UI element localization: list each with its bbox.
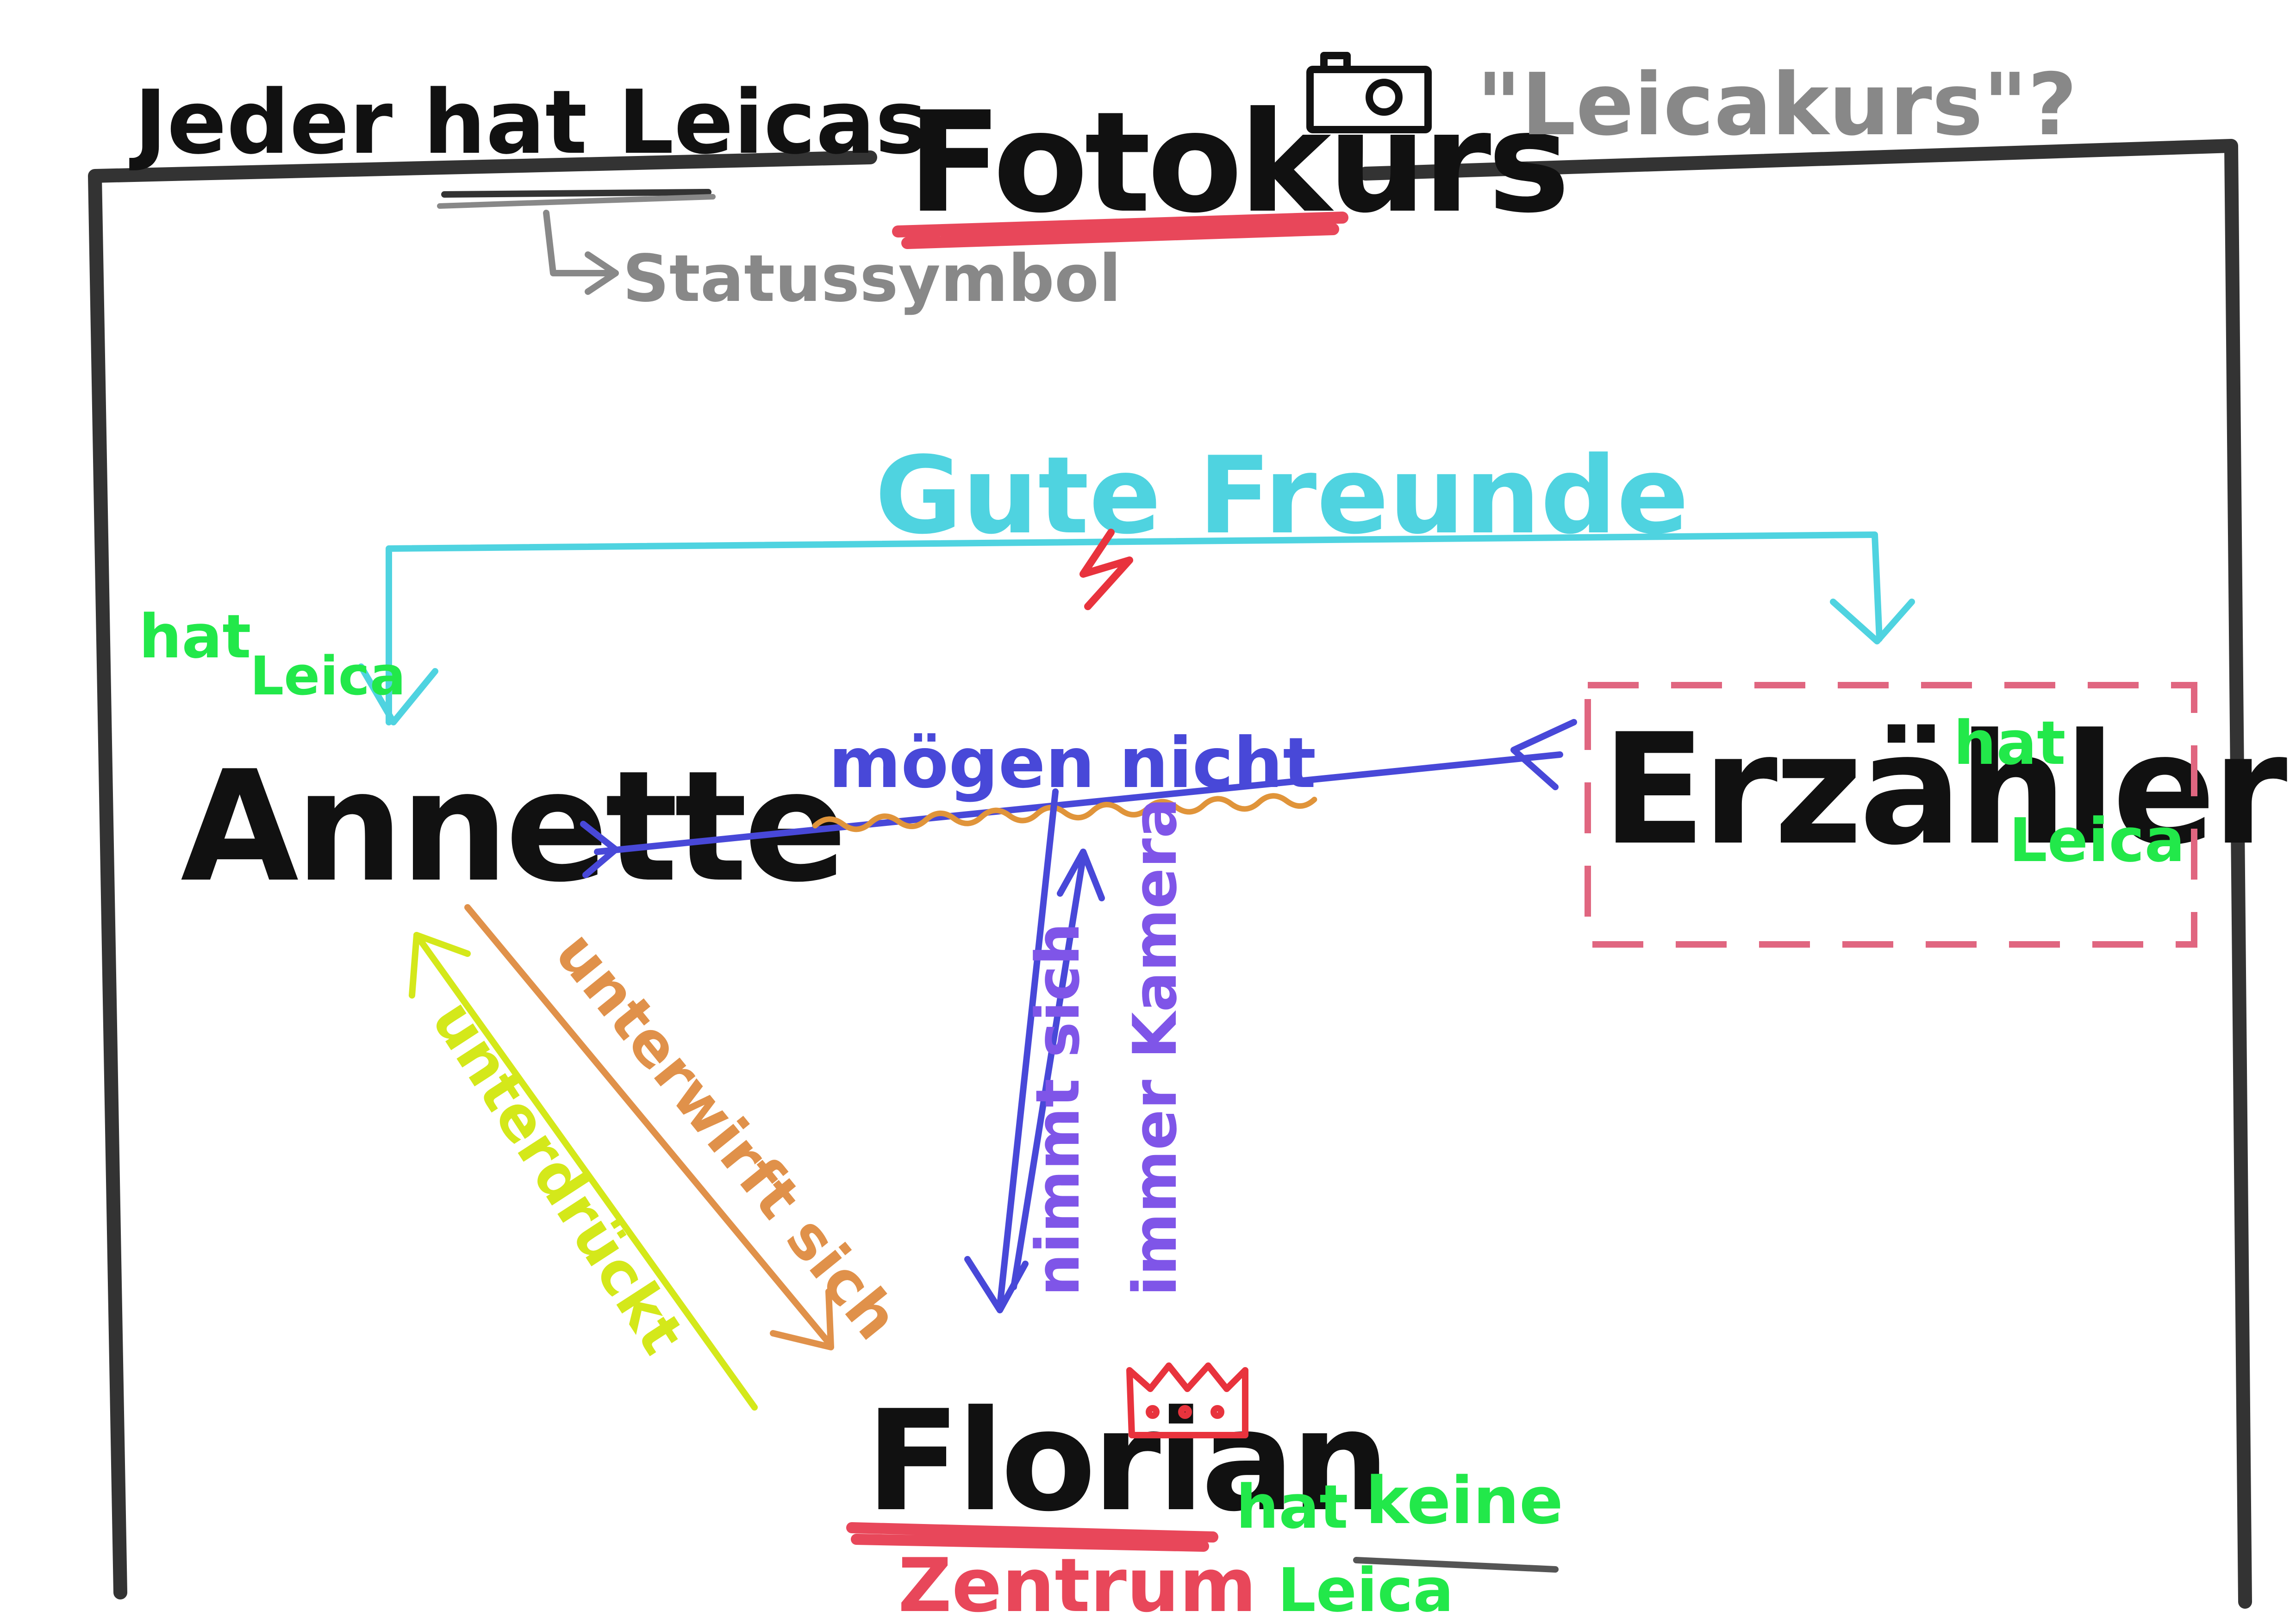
header-left-underline [441, 189, 711, 198]
crown-icon [1126, 1362, 1248, 1438]
character-erzaehler-name: Erzähler [1602, 701, 2289, 879]
florian-leica-note-2: Leica [1278, 1555, 1454, 1624]
header-right-text: "Leicakurs"? [1477, 55, 2077, 155]
title-underline [892, 212, 1348, 249]
camera-arrow-up-head [1057, 849, 1105, 901]
erzaehler-leica-note-2: Leica [2009, 805, 2185, 875]
erzaehler-leica-note-1: hat [1953, 708, 2065, 778]
annette-leica-note-1: hat [139, 601, 251, 672]
header-left-text: Jeder hat Leicas [129, 71, 928, 174]
frame-top-left [88, 150, 877, 1599]
relation-camera-label-2: immer Kamera [1120, 798, 1190, 1296]
submit-arrow-head [770, 1288, 834, 1350]
camera-icon [1306, 52, 1432, 133]
camera-arrow-down [997, 788, 1059, 1309]
dislike-arrow-right-head [1510, 719, 1577, 790]
florian-zentrum-note: Zentrum [898, 1542, 1256, 1624]
camera-arrow-up [1011, 853, 1086, 1290]
dislike-wavy-underline [812, 793, 1317, 832]
character-annette-name: Annette [181, 738, 843, 916]
friends-bracket [386, 531, 1883, 725]
florian-leica-note-keine: keine [1366, 1463, 1563, 1539]
narrator-dashed-box [1585, 682, 2197, 948]
frame-top-right [1359, 139, 2252, 1609]
dislike-line [594, 751, 1563, 855]
relation-dislike-label: mögen nicht [829, 723, 1316, 804]
frame [88, 139, 2252, 1609]
header-left-note: Statussymbol [623, 241, 1121, 317]
dislike-arrow-left-head [580, 821, 619, 878]
florian-underline [846, 1522, 1218, 1552]
friends-arrow-left-head [358, 663, 438, 725]
relation-camera-label-1: nimmt sich [1023, 923, 1093, 1296]
annette-leica-note-2: Leica [250, 645, 406, 707]
oppress-arrow-line [413, 932, 758, 1411]
oppress-arrow-head [409, 932, 471, 999]
header-left-underline-grey [437, 194, 716, 209]
friends-arrow-right-head [1830, 599, 1915, 644]
florian-keine-underline [1353, 1557, 1559, 1573]
status-hook-arrow [543, 210, 619, 295]
florian-leica-note-1: hat [1236, 1472, 1348, 1542]
submit-arrow-line [464, 904, 832, 1346]
lightning-icon [1079, 529, 1133, 610]
